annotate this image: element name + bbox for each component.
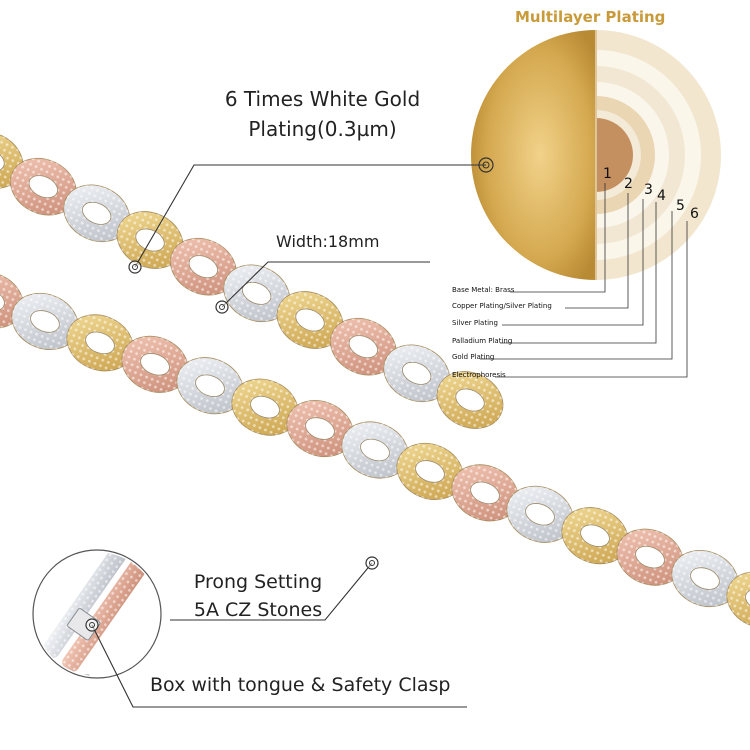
- callout-markers: [85, 157, 494, 632]
- layer-label-3: Silver Plating: [452, 319, 498, 327]
- chain-link: [561, 507, 629, 565]
- prong-callout-line: [170, 562, 373, 621]
- clasp-inset: [32, 549, 162, 679]
- width-marker-icon: [215, 300, 229, 314]
- chain-link: [223, 264, 290, 323]
- layer-number-5: 5: [676, 198, 685, 214]
- chain-link: [121, 335, 189, 393]
- chain-link: [63, 184, 130, 243]
- layer-number-4: 4: [657, 188, 666, 204]
- chain-link: [231, 378, 299, 436]
- chain-link: [436, 371, 504, 429]
- layer-number-3: 3: [644, 182, 653, 198]
- callout-lines: [91, 164, 486, 708]
- chain-link: [451, 464, 519, 522]
- prong-callout-line2: 5A CZ Stones: [193, 599, 323, 621]
- layer-label-2: Copper Plating/Silver Plating: [452, 302, 552, 310]
- width-callout: Width:18mm: [276, 232, 380, 251]
- chain-link: [330, 317, 397, 376]
- plating-chain-marker-icon: [128, 260, 142, 274]
- layer-number-1: 1: [603, 166, 612, 182]
- layer-number-2: 2: [624, 176, 633, 192]
- layer-leader-lines: [480, 183, 688, 378]
- diagram-title: Multilayer Plating: [515, 8, 666, 26]
- prong-callout-line1: Prong Setting: [193, 571, 323, 593]
- plating-callout-line2: Plating(0.3µm): [248, 117, 397, 141]
- plating-diagram: [471, 30, 721, 378]
- chain-link: [286, 400, 354, 458]
- clasp-callout: Box with tongue & Safety Clasp: [150, 674, 451, 696]
- chain-link: [10, 157, 77, 216]
- layer-label-6: Electrophoresis: [452, 371, 506, 379]
- chain-link: [396, 442, 464, 500]
- prong-marker-icon: [365, 556, 379, 570]
- plating-callout-line: [134, 164, 486, 268]
- prong-callout: Prong Setting 5A CZ Stones: [178, 568, 338, 624]
- chain-link: [170, 237, 237, 296]
- chain-link: [383, 344, 450, 403]
- clasp-marker-icon: [85, 618, 99, 632]
- chain-link: [11, 292, 79, 350]
- width-callout-line: [221, 261, 430, 308]
- chain-link: [506, 485, 574, 543]
- layer-label-5: Gold Plating: [452, 353, 495, 361]
- layer-number-6: 6: [690, 206, 699, 222]
- plating-callout-line1: 6 Times White Gold: [224, 87, 421, 111]
- layer-label-4: Palladium Plating: [452, 337, 513, 345]
- layer-label-1: Base Metal: Brass: [452, 286, 515, 294]
- chain-link: [616, 528, 684, 586]
- plating-marker-icon: [478, 157, 494, 173]
- chain-link: [276, 291, 344, 349]
- chain-link: [66, 314, 134, 372]
- chain-link: [671, 550, 739, 608]
- plating-callout: 6 Times White Gold Plating(0.3µm): [200, 84, 445, 144]
- chain-links: [0, 131, 750, 629]
- plating-layers: [595, 30, 721, 280]
- clasp-callout-line: [91, 624, 467, 708]
- gold-half-sphere: [471, 30, 596, 280]
